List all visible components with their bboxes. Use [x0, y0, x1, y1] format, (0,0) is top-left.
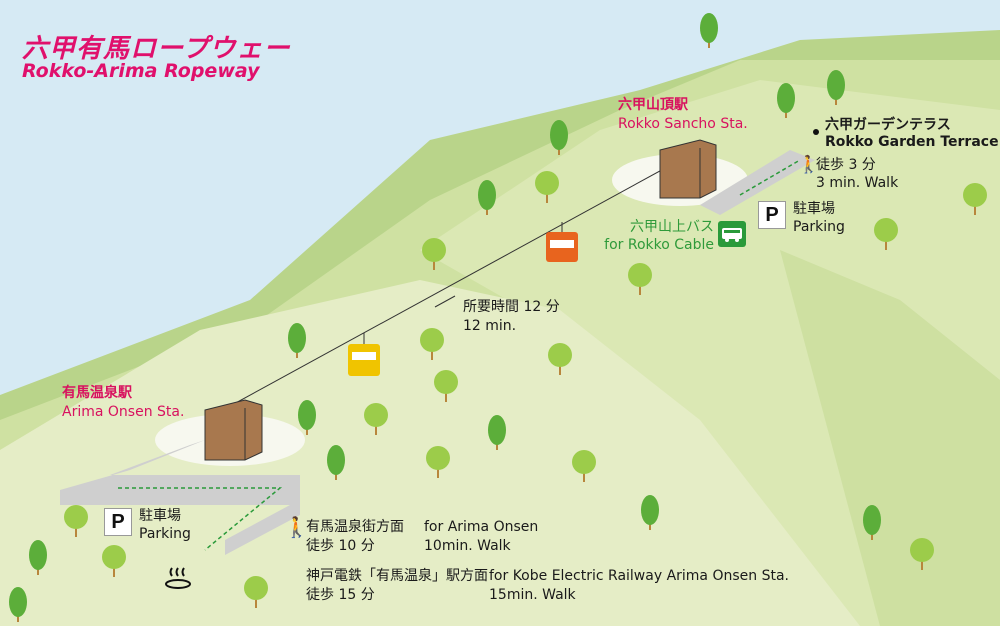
garden-walk-ja: 徒歩 3 分 [816, 157, 876, 173]
gondola-orange [546, 222, 578, 262]
top-path [700, 150, 815, 215]
tree-round [102, 545, 126, 577]
tree-round [874, 218, 898, 250]
tree-conifer [700, 13, 718, 48]
walk-onsen-time-ja: 徒歩 10 分 [306, 538, 375, 554]
walk-icon: 🚶 [798, 155, 820, 175]
tree-conifer [298, 400, 316, 435]
bus-en: for Rokko Cable [604, 237, 714, 253]
tree-conifer [288, 323, 306, 358]
trees [9, 13, 987, 622]
tree-round [426, 446, 450, 478]
bottom-station-name-ja: 有馬温泉駅 [62, 385, 132, 401]
tree-conifer [488, 415, 506, 450]
tree-round [572, 450, 596, 482]
tree-conifer [550, 120, 568, 155]
tree-round [548, 343, 572, 375]
bus-icon [718, 221, 746, 247]
tree-conifer [827, 70, 845, 105]
walk-icon-bottom: 🚶 [284, 515, 309, 539]
parking-top-en: Parking [793, 219, 845, 235]
garden-terrace-en: Rokko Garden Terrace [825, 134, 999, 150]
walk-rail-ja: 神戸電鉄「有馬温泉」駅方面 [306, 568, 488, 584]
tree-round [963, 183, 987, 215]
tree-round [422, 238, 446, 270]
hot-spring-icon [165, 567, 191, 589]
tree-conifer [9, 587, 27, 622]
garden-terrace-marker [813, 129, 819, 135]
ride-time-en: 12 min. [463, 318, 517, 334]
top-station-name-ja: 六甲山頂駅 [618, 97, 688, 113]
parking-bottom-en: Parking [139, 526, 191, 542]
tree-round [364, 403, 388, 435]
walk-onsen-en: for Arima Onsen [424, 519, 539, 535]
top-station-name-en: Rokko Sancho Sta. [618, 116, 748, 132]
title-ja: 六甲有馬ロープウェー [22, 34, 291, 64]
tree-round [628, 263, 652, 295]
top-station-building [659, 139, 717, 199]
tree-conifer [478, 180, 496, 215]
parking-sign-bottom: P [104, 508, 132, 536]
parking-bottom-ja: 駐車場 [139, 508, 181, 524]
tree-round [244, 576, 268, 608]
tree-round [420, 328, 444, 360]
tree-conifer [327, 445, 345, 480]
tree-conifer [641, 495, 659, 530]
ropeway-cable [231, 159, 681, 406]
walk-onsen-ja: 有馬温泉街方面 [306, 519, 404, 535]
tree-round [535, 171, 559, 203]
walk-rail-time-en: 15min. Walk [489, 587, 576, 603]
walk-rail-en: for Kobe Electric Railway Arima Onsen St… [489, 568, 789, 584]
parking-top-ja: 駐車場 [793, 201, 835, 217]
walk-onsen-time-en: 10min. Walk [424, 538, 511, 554]
title-en: Rokko-Arima Ropeway [22, 60, 260, 82]
walk-rail-time-ja: 徒歩 15 分 [306, 587, 375, 603]
bottom-station-building [204, 399, 263, 461]
tree-conifer [29, 540, 47, 575]
tree-round [64, 505, 88, 537]
tree-conifer [863, 505, 881, 540]
parking-sign-top: P [758, 201, 786, 229]
gondola-yellow [348, 333, 380, 376]
tree-round [910, 538, 934, 570]
garden-walk-en: 3 min. Walk [816, 175, 899, 191]
tree-conifer [777, 83, 795, 118]
garden-terrace-ja: 六甲ガーデンテラス [825, 117, 951, 133]
ride-time-ja: 所要時間 12 分 [463, 299, 560, 315]
bottom-path [60, 440, 300, 555]
bus-ja: 六甲山上バス [630, 219, 714, 235]
tree-round [434, 370, 458, 402]
bottom-station-name-en: Arima Onsen Sta. [62, 404, 185, 420]
